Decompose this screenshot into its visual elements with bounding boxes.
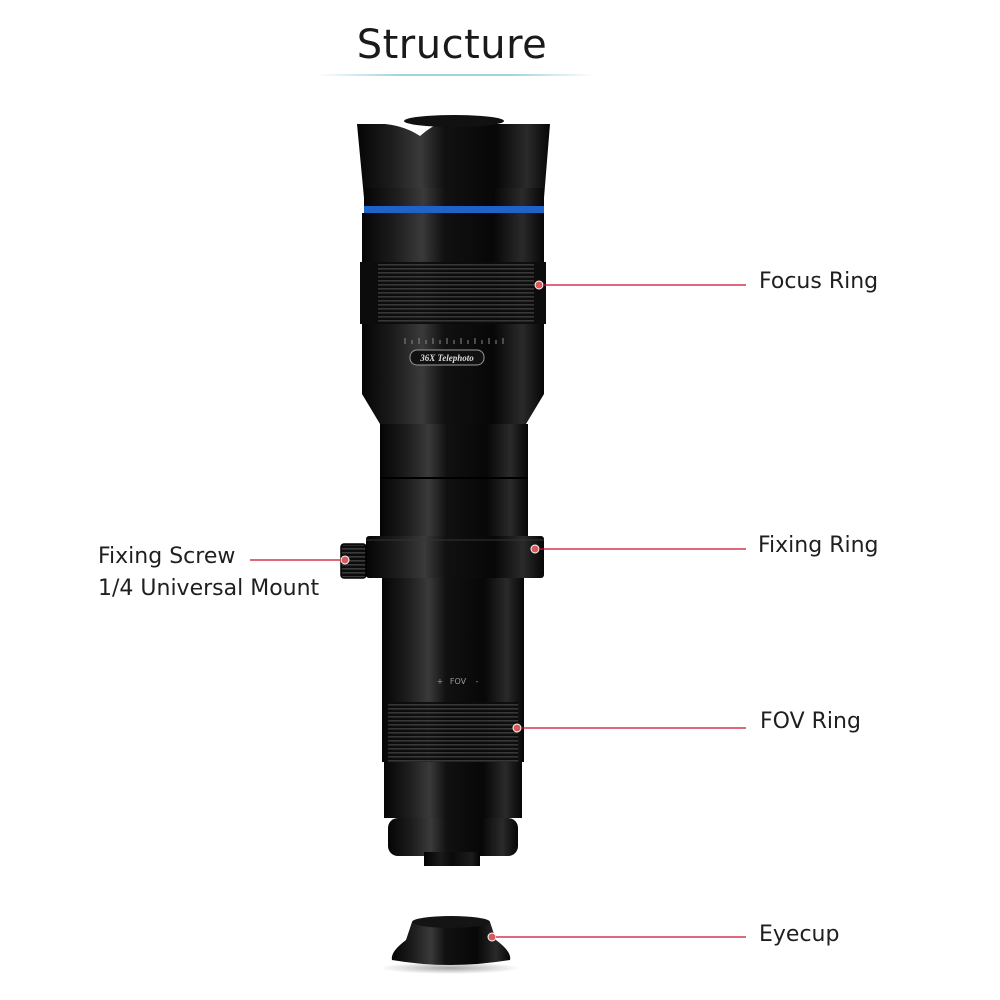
fov-minus-symbol: -: [476, 677, 479, 686]
fixing-ring: [366, 536, 544, 578]
fixing-screw-label: Fixing Screw: [98, 544, 236, 569]
callout-fov-ring: [512, 723, 746, 733]
model-badge: 36X Telephoto: [409, 349, 485, 366]
fov-markings: + FOV -: [437, 677, 479, 686]
fov-text: FOV: [450, 677, 467, 686]
fov-plus-symbol: +: [437, 677, 444, 686]
universal-mount-label: 1/4 Universal Mount: [98, 576, 320, 601]
focus-ring: [360, 262, 546, 324]
eyecup: [380, 916, 520, 974]
lens-bottom-body: [384, 762, 522, 866]
model-text: 36X Telephoto: [419, 353, 474, 363]
eyecup-label: Eyecup: [759, 922, 840, 947]
callout-eyecup: [487, 932, 746, 942]
fixing-ring-label: Fixing Ring: [758, 533, 879, 558]
fov-ring-label: FOV Ring: [760, 709, 861, 734]
diagram-title: Structure: [356, 22, 548, 68]
callout-focus-ring: [534, 280, 746, 290]
blue-accent-band: [364, 206, 544, 213]
lens-lower-tube: [382, 578, 524, 702]
lens-mid-body: [362, 324, 544, 536]
callout-fixing-ring: [530, 544, 746, 554]
title-underline: [316, 74, 594, 76]
fov-ring: [382, 702, 524, 762]
callout-fixing-screw: [250, 555, 350, 565]
lens-hood: [357, 115, 550, 208]
distance-scale: [404, 338, 504, 344]
focus-ring-label: Focus Ring: [759, 269, 879, 294]
lens-upper-body: [362, 213, 544, 263]
